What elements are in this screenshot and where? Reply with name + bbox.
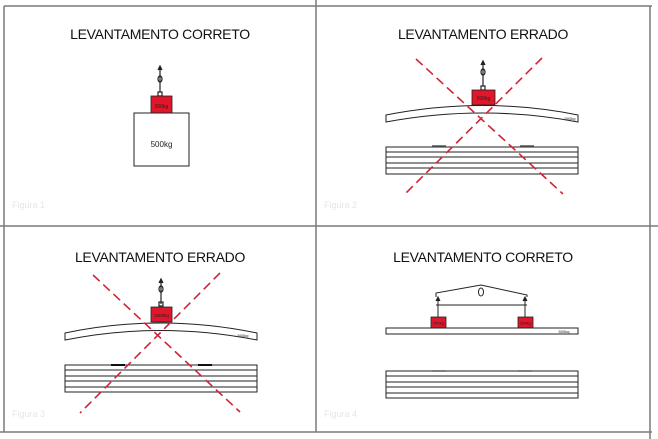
crane-hook-icon bbox=[480, 59, 486, 91]
figure-watermark: Figura 2 bbox=[324, 200, 357, 210]
plate-stack bbox=[385, 145, 579, 175]
crane-hook-icon bbox=[157, 64, 163, 97]
figure-watermark: Figura 1 bbox=[12, 200, 45, 210]
crane-hook-icon bbox=[478, 287, 484, 297]
magnet-label: 2000kg bbox=[154, 313, 169, 318]
magnet-label: 500kg bbox=[155, 104, 169, 110]
wrong-cross-icon bbox=[403, 57, 564, 196]
magnet-left-label: 250kg bbox=[433, 321, 444, 326]
panel-title: LEVANTAMENTO CORRETO bbox=[70, 26, 250, 42]
panel-bottom-left: LEVANTAMENTO ERRADO 2000kg 500kg Figura … bbox=[12, 249, 258, 419]
wrong-cross-icon bbox=[79, 272, 241, 414]
bent-steel-plate bbox=[385, 105, 579, 123]
panel-title: LEVANTAMENTO ERRADO bbox=[75, 249, 246, 265]
figure-watermark: Figura 4 bbox=[324, 409, 357, 419]
load-label: 500kg bbox=[559, 329, 570, 334]
panel-title: LEVANTAMENTO ERRADO bbox=[398, 26, 569, 42]
panel-bottom-right: LEVANTAMENTO CORRETO 250kg 250kg 500kg F… bbox=[324, 249, 579, 419]
spreader-beam bbox=[435, 284, 528, 318]
plate-stack bbox=[385, 370, 579, 399]
panel-top-right: LEVANTAMENTO ERRADO 500kg 500kg Figura 2 bbox=[324, 26, 579, 210]
lifting-magnet bbox=[471, 89, 496, 106]
magnet-right-label: 250kg bbox=[520, 321, 531, 326]
crane-hook-icon bbox=[158, 277, 164, 307]
straight-steel-plate bbox=[385, 327, 579, 335]
panel-title: LEVANTAMENTO CORRETO bbox=[393, 249, 573, 265]
plate-stack bbox=[64, 364, 258, 393]
load-label: 500kg bbox=[238, 333, 249, 338]
panel-top-left: LEVANTAMENTO CORRETO 500kg 500kg Figura … bbox=[12, 26, 251, 210]
load-label: 500kg bbox=[151, 140, 173, 149]
load-block bbox=[133, 112, 190, 167]
bent-steel-plate bbox=[64, 322, 258, 341]
figure-watermark: Figura 3 bbox=[12, 409, 45, 419]
magnet-label: 500kg bbox=[477, 96, 491, 102]
load-label: 500kg bbox=[565, 116, 576, 121]
lifting-magnet bbox=[150, 306, 173, 323]
